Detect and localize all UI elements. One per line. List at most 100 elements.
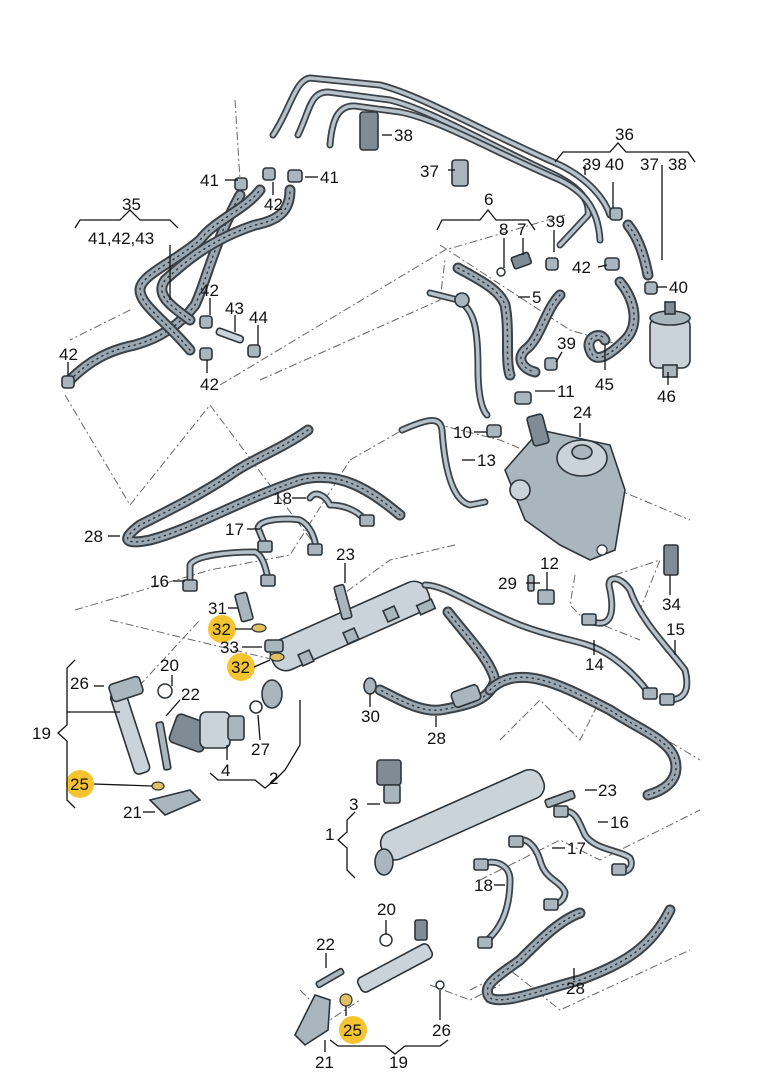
part-40-clip	[609, 207, 623, 221]
part-27-seal	[249, 700, 263, 714]
label-part-28-b: 28	[427, 729, 446, 748]
label-part-37: 37	[420, 162, 439, 181]
label-part-29: 29	[498, 574, 517, 593]
part-19-injector-lower	[294, 919, 445, 1047]
part-43-spring	[215, 327, 245, 344]
part-4-pressure-valve	[168, 711, 245, 753]
label-part-6: 6	[484, 190, 493, 209]
label-part-20-a: 20	[160, 656, 179, 675]
part-46-regulator	[649, 301, 691, 378]
part-11-clip	[514, 391, 532, 405]
label-part-12: 12	[540, 554, 559, 573]
part-42-clip-e	[604, 257, 620, 271]
label-part-25-b: 25	[343, 1021, 362, 1040]
label-part-14: 14	[585, 655, 604, 674]
label-part-15: 15	[666, 620, 685, 639]
label-part-32-a: 32	[212, 620, 231, 639]
label-part-26-b: 26	[432, 1021, 451, 1040]
label-part-7: 7	[517, 220, 526, 239]
label-part-10: 10	[453, 423, 472, 442]
label-part-3: 3	[349, 795, 358, 814]
label-part-24: 24	[573, 403, 592, 422]
part-7-sensor	[510, 251, 533, 270]
hose-assembly-6	[426, 219, 654, 419]
hose-clips-41-42	[61, 167, 303, 389]
label-part-36-sub-39: 39	[582, 155, 601, 174]
injector-pipes-upper	[182, 490, 375, 592]
part-8-o-ring	[496, 267, 506, 277]
part-24-high-pressure-pump	[504, 413, 626, 561]
part-39-clip-a	[545, 257, 559, 271]
part-23-bolt-lower	[544, 789, 576, 809]
label-part-26-a: 26	[70, 674, 89, 693]
part-40-clip-b	[644, 281, 658, 295]
part-32-washer-b	[269, 652, 285, 662]
label-part-1: 1	[325, 825, 334, 844]
part-38-pipe-clip	[359, 111, 379, 151]
highlight-badges	[66, 615, 367, 1044]
label-part-17-b: 17	[567, 839, 586, 858]
part-34-connector	[663, 544, 679, 576]
label-part-30: 30	[361, 707, 380, 726]
label-part-16-b: 16	[610, 813, 629, 832]
part-10-clip	[486, 424, 502, 438]
label-part-35: 35	[122, 195, 141, 214]
label-part-25-a: 25	[70, 775, 89, 794]
label-part-42-e: 42	[572, 258, 591, 277]
highlight-25-left	[66, 770, 94, 798]
label-part-17-a: 17	[225, 520, 244, 539]
part-25-seal-left	[151, 781, 165, 791]
injector-pipes-lower	[473, 805, 635, 949]
label-part-42-c: 42	[59, 345, 78, 364]
callout-labels: 38 36 39 40 37 38 37 41 41 42 35 41,42,4…	[32, 125, 688, 1072]
label-part-42-a: 42	[264, 195, 283, 214]
label-part-18-b: 18	[474, 876, 493, 895]
label-part-39-b: 39	[557, 334, 576, 353]
label-part-28-a: 28	[84, 527, 103, 546]
label-part-22-a: 22	[181, 685, 200, 704]
part-1-fuel-rail-lower	[374, 759, 546, 876]
label-part-5: 5	[532, 288, 541, 307]
part-33-banjo	[264, 639, 284, 653]
label-part-40: 40	[669, 278, 688, 297]
label-part-16-a: 16	[150, 572, 169, 591]
label-part-20-b: 20	[377, 900, 396, 919]
leader-lines	[57, 134, 696, 1055]
part-28-return-hose-middle	[374, 606, 682, 801]
part-37-pipe-clip	[451, 159, 469, 187]
highlight-25-lower	[339, 1016, 367, 1044]
label-part-21-a: 21	[123, 803, 142, 822]
label-part-45: 45	[595, 375, 614, 394]
label-part-2: 2	[269, 769, 278, 788]
label-part-11: 11	[557, 382, 575, 401]
label-part-27: 27	[251, 740, 270, 759]
hose-assembly-35	[64, 184, 296, 386]
label-part-18-a: 18	[273, 489, 292, 508]
label-part-38: 38	[394, 126, 413, 145]
label-part-19-a: 19	[32, 724, 51, 743]
highlight-32-lower	[227, 653, 255, 681]
part-25-seal-lower	[339, 993, 353, 1007]
label-part-36-sub-37: 37	[640, 155, 659, 174]
label-part-23-b: 23	[598, 781, 617, 800]
part-28-return-hose-upper	[122, 424, 406, 548]
part-23-bolt-upper	[333, 583, 353, 621]
label-part-31: 31	[208, 599, 227, 618]
label-part-41-a: 41	[200, 171, 219, 190]
label-part-46: 46	[657, 387, 676, 406]
label-part-36-sub-40: 40	[605, 155, 624, 174]
part-39-clip-b	[544, 357, 558, 371]
pipes-14-15	[421, 575, 691, 706]
label-part-42-b: 42	[200, 281, 219, 300]
part-30-cap	[363, 677, 377, 695]
label-part-39-a: 39	[546, 212, 565, 231]
label-part-44: 44	[249, 308, 268, 327]
label-part-19-b: 19	[389, 1053, 408, 1072]
part-2-fuel-rail	[261, 580, 437, 709]
label-part-36-sub-38: 38	[668, 155, 687, 174]
part-13-pipe-inner	[400, 418, 487, 507]
label-part-36: 36	[615, 125, 634, 144]
label-part-42-d: 42	[200, 375, 219, 394]
label-part-43: 43	[225, 299, 244, 318]
label-part-32-b: 32	[231, 658, 250, 677]
